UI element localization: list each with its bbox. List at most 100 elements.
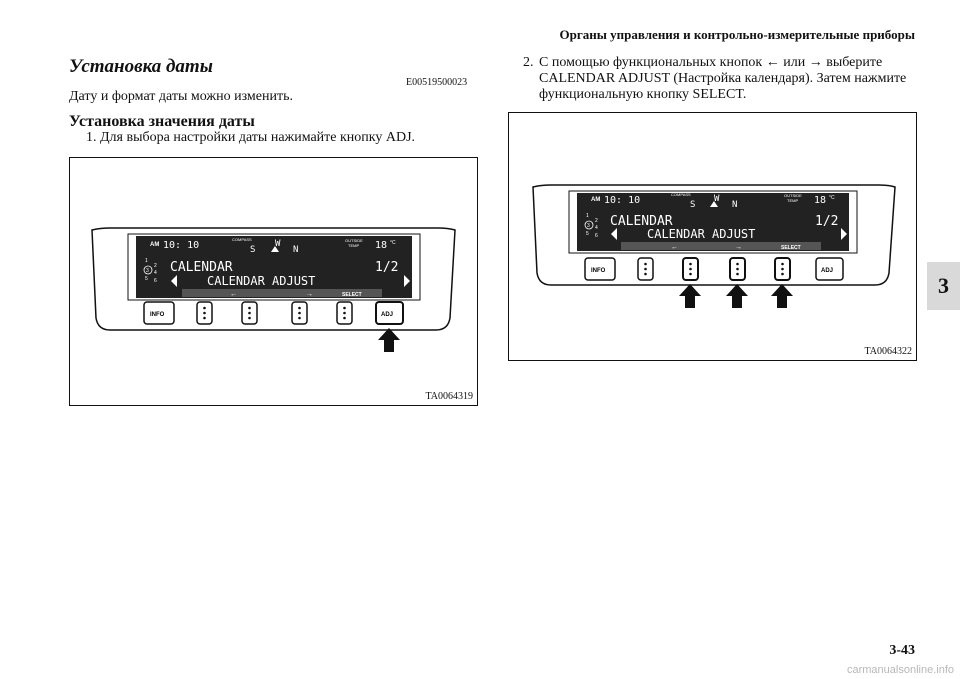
disc-num-3: 3 [146, 268, 149, 274]
lcd-select: SELECT [342, 292, 362, 298]
button-dot [203, 316, 206, 320]
lcd-temp-unit: °C [829, 195, 835, 201]
disc-num-2: 2 [154, 263, 157, 269]
lcd-outside-label: OUTSIDE [784, 193, 802, 198]
info-button[interactable] [143, 301, 175, 325]
step-1-text: Для выбора настройки даты нажимайте кноп… [100, 130, 416, 145]
figure-2-code: TA0064322 [864, 346, 912, 357]
disc-num-4: 4 [595, 225, 598, 231]
info-button-label: INFO [591, 268, 606, 274]
disc-num-1: 1 [145, 258, 148, 264]
chapter-tab: 3 [927, 262, 960, 310]
disc-num-6: 6 [154, 278, 157, 284]
button-dot [736, 272, 739, 276]
lcd-left-triangle-icon [611, 228, 617, 240]
lcd-compass-w: W [714, 194, 720, 204]
up-arrow-icon [378, 328, 400, 352]
section-code: E00519500023 [406, 77, 468, 88]
lcd-page: 1/2 [375, 260, 398, 275]
button-dot [343, 316, 346, 320]
button-dot [689, 267, 692, 271]
page-number: 3-43 [889, 643, 915, 658]
disc-num-2: 2 [595, 218, 598, 224]
watermark: carmanualsonline.info [846, 664, 954, 676]
lcd-am: AM [591, 197, 600, 203]
lcd-line1: CALENDAR [170, 260, 233, 275]
lcd-compass-s: S [250, 245, 255, 255]
adj-button[interactable] [375, 301, 404, 325]
lcd-left-arrow: ← [671, 244, 678, 251]
lcd-temp-unit: °C [390, 240, 396, 246]
button-dot [203, 306, 206, 310]
up-arrow-icon [726, 284, 748, 308]
figure-1-code: TA0064319 [425, 391, 473, 402]
lcd-outside-label: OUTSIDE [345, 238, 363, 243]
lcd-right-arrow: → [735, 244, 742, 251]
disc-num-5: 5 [586, 231, 589, 237]
button-dot [298, 311, 301, 315]
figure-1: AM 10: 10 COMPASS S W N OUTSIDE TEMP 18 … [69, 157, 478, 406]
disc-num-4: 4 [154, 270, 157, 276]
step-2-text: С помощью функциональных кнопок ← или → … [539, 55, 907, 102]
button-dot [689, 262, 692, 266]
disc-num-5: 5 [145, 276, 148, 282]
button-dot [298, 306, 301, 310]
button-dot [248, 311, 251, 315]
button-dot [644, 272, 647, 276]
button-dot [736, 267, 739, 271]
lcd-compass-n: N [293, 245, 298, 255]
lcd-bezel [568, 190, 858, 254]
disc-num-3: 3 [587, 223, 590, 229]
lcd-bezel [127, 233, 421, 301]
lcd-time: 10: 10 [604, 195, 640, 206]
lcd-compass-label: COMPASS [232, 237, 252, 242]
lcd-compass-label: COMPASS [671, 192, 691, 197]
lcd-right-triangle-icon [841, 228, 847, 240]
disc-indicator-icon [143, 265, 153, 275]
lcd-select: SELECT [781, 245, 801, 251]
lcd-line2: CALENDAR ADJUST [647, 227, 755, 241]
button-dot [689, 272, 692, 276]
step-2-number: 2. [523, 55, 534, 70]
lcd-time: 10: 10 [163, 240, 199, 251]
button-dot [203, 311, 206, 315]
button-dot [298, 316, 301, 320]
info-button-label: INFO [150, 312, 165, 318]
info-button[interactable] [584, 257, 616, 281]
button-dot [644, 262, 647, 266]
lcd-right-triangle-icon [404, 275, 410, 287]
step-2: 2. С помощью функциональных кнопок ← или… [523, 55, 923, 103]
button-dot [736, 262, 739, 266]
button-dot [343, 311, 346, 315]
disc-indicator-icon [584, 220, 594, 230]
lcd-am: AM [150, 242, 159, 248]
button-dot [343, 306, 346, 310]
lcd-line2: CALENDAR ADJUST [207, 274, 315, 288]
lcd-temp: 18 [814, 195, 826, 206]
lcd-softkey-bar [621, 242, 821, 250]
button-dot [781, 262, 784, 266]
lcd-screen [136, 236, 412, 298]
section-title: Установка даты [69, 56, 213, 77]
adj-button[interactable] [815, 257, 844, 281]
lcd-temp: 18 [375, 240, 387, 251]
figure-2: AM 10: 10 COMPASS S W N OUTSIDE TEMP 18 … [508, 112, 917, 361]
up-arrow-icon [771, 284, 793, 308]
compass-needle-icon [271, 246, 279, 252]
up-arrow-icon [679, 284, 701, 308]
lcd-softkey-bar [182, 289, 382, 297]
lcd-left-triangle-icon [171, 275, 177, 287]
lcd-compass-w: W [275, 239, 281, 249]
lcd-line1: CALENDAR [610, 214, 673, 229]
panel-illustration-1: AM 10: 10 COMPASS S W N OUTSIDE TEMP 18 … [91, 227, 456, 352]
subsection-title: Установка значения даты [69, 113, 255, 130]
button-dot [781, 267, 784, 271]
lcd-left-arrow: ← [230, 291, 237, 298]
lcd-page: 1/2 [815, 214, 838, 229]
step-1: 1. Для выбора настройки даты нажимайте к… [86, 130, 486, 146]
lcd-compass-n: N [732, 200, 737, 210]
button-dot [248, 316, 251, 320]
adj-button-label: ADJ [821, 268, 833, 274]
step-1-number: 1. [86, 130, 97, 145]
lcd-compass-s: S [690, 200, 695, 210]
